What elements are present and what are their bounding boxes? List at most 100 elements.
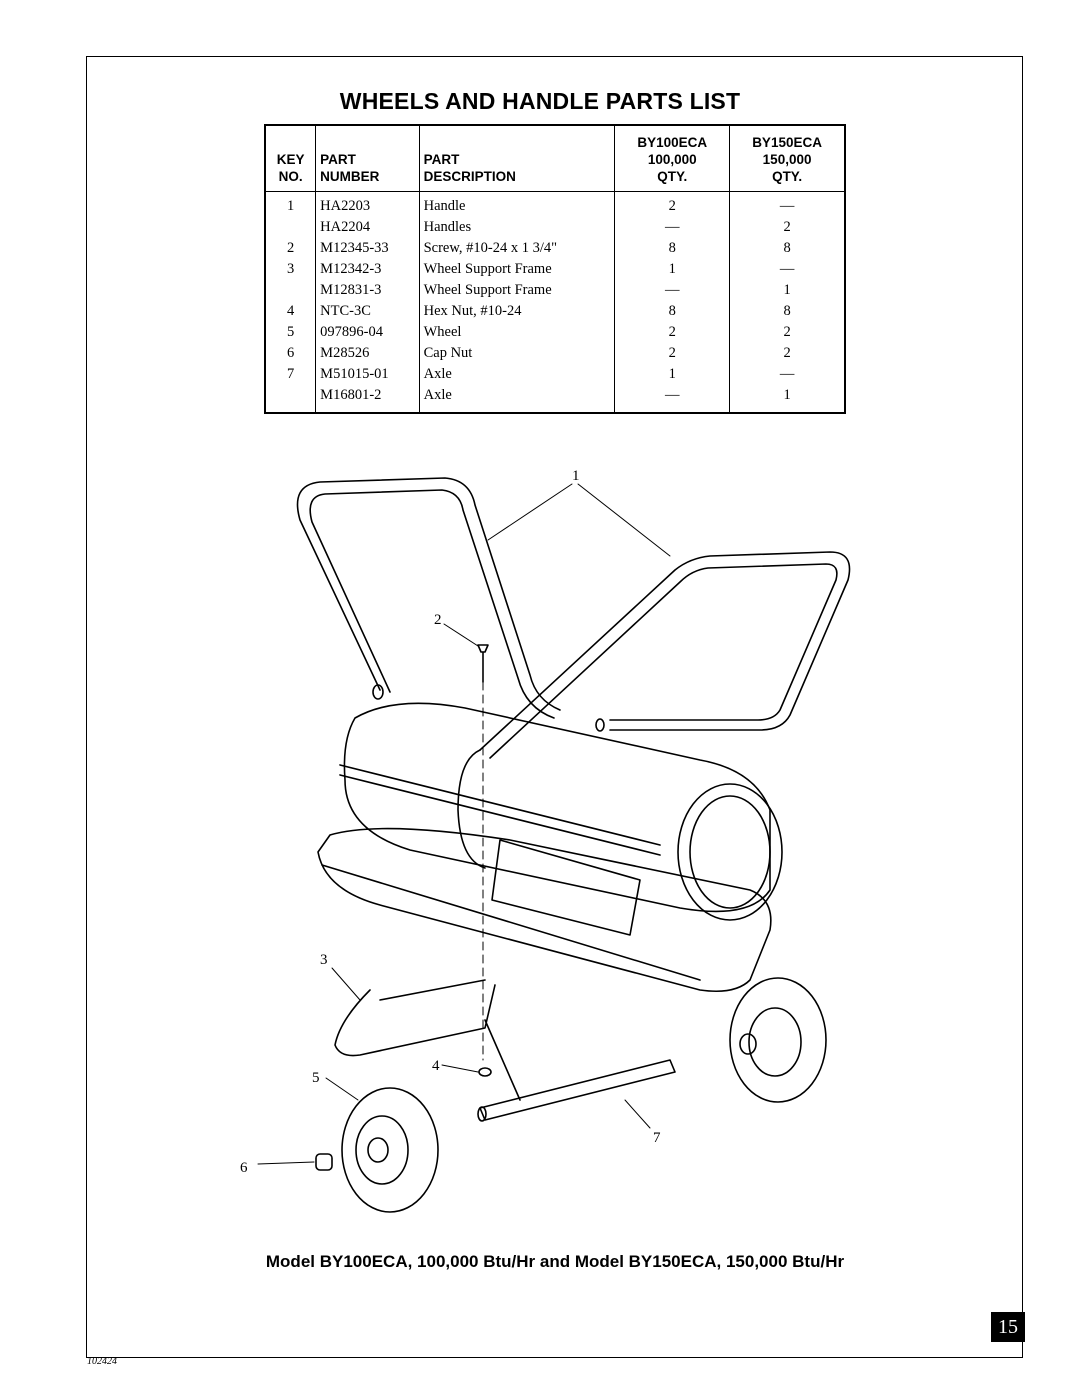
qty-by100eca-cell: 8 [614, 238, 731, 259]
callout-7: 7 [653, 1130, 661, 1146]
header-cell [419, 125, 616, 151]
header-qty: QTY. [614, 168, 731, 192]
page-title: WHEELS AND HANDLE PARTS LIST [339, 88, 741, 114]
qty-by150eca-cell: 2 [783, 345, 791, 361]
table-header-row: NO. NUMBER DESCRIPTION QTY. QTY. [265, 168, 845, 192]
wheel-right-illustration [729, 977, 827, 1103]
qty-by100eca-cell: 2 [614, 191, 731, 217]
part-number-cell: M16801-2 [315, 385, 420, 413]
handle-right-illustration [479, 551, 851, 759]
qty-by150eca-cell: 1 [783, 387, 791, 403]
key-no-cell [265, 217, 317, 238]
part-number-cell: HA2203 [315, 191, 420, 217]
handle-left-illustration [296, 477, 561, 719]
callout-labels: 1 2 3 4 5 6 7 [240, 468, 661, 1176]
table-row: 7M51015-01Axle1 — [265, 364, 845, 385]
qty-by100eca-cell: — [614, 217, 731, 238]
table-header-row: BY100ECA BY150ECA [265, 125, 845, 151]
header-cell [315, 125, 420, 151]
callout-5: 5 [312, 1070, 320, 1086]
model-subtitle: Model BY100ECA, 100,000 Btu/Hr and Model… [265, 1252, 845, 1271]
wheel-left-illustration [341, 1087, 439, 1213]
header-btu-100000: 100,000 [614, 151, 731, 168]
key-no-cell: 7 [265, 364, 317, 385]
qty-by100eca-cell: — [614, 385, 731, 413]
key-no-cell: 1 [265, 191, 317, 217]
key-no-cell: 6 [265, 343, 317, 364]
qty-by150eca-cell: 8 [783, 240, 791, 256]
callout-4: 4 [432, 1058, 440, 1074]
part-number-cell: 097896-04 [315, 322, 420, 343]
qty-by100eca-cell: 1 [614, 364, 731, 385]
qty-by100eca-cell: — [614, 280, 731, 301]
header-cell [265, 125, 317, 151]
header-part: PART [315, 151, 420, 168]
key-no-cell [265, 385, 317, 413]
screw-illustration [477, 644, 489, 683]
document-number: 102424 [87, 1356, 117, 1367]
table-header-row: KEY PART PART 100,000 150,000 [265, 151, 845, 168]
hex-nut-illustration [478, 1067, 492, 1077]
part-description-cell: Wheel [419, 322, 616, 343]
part-number-cell: M51015-01 [315, 364, 420, 385]
qty-by150eca-cell: — [779, 366, 795, 382]
header-btu-150000: 150,000 [762, 152, 812, 167]
callout-1: 1 [572, 468, 580, 484]
qty-by100eca-cell: 2 [614, 322, 731, 343]
header-model-by100eca: BY100ECA [614, 125, 731, 151]
part-number-cell: HA2204 [315, 217, 420, 238]
part-description-cell: Axle [419, 364, 616, 385]
qty-by150eca-cell: 2 [783, 324, 791, 340]
header-description: DESCRIPTION [419, 168, 616, 192]
header-model-by150eca: BY150ECA [752, 135, 822, 150]
key-no-cell: 4 [265, 301, 317, 322]
part-description-cell: Hex Nut, #10-24 [419, 301, 616, 322]
part-description-cell: Handles [419, 217, 616, 238]
key-no-cell: 3 [265, 259, 317, 280]
exploded-parts-diagram: 1 2 3 4 5 6 7 [240, 468, 851, 1213]
part-description-cell: Screw, #10-24 x 1 3/4" [419, 238, 616, 259]
qty-by100eca-cell: 1 [614, 259, 731, 280]
table-row: 1HA2203Handle2 — [265, 191, 845, 217]
part-number-cell: M12342-3 [315, 259, 420, 280]
part-description-cell: Handle [419, 191, 616, 217]
callout-leaders [257, 483, 671, 1165]
part-description-cell: Axle [419, 385, 616, 413]
header-no: NO. [265, 168, 317, 192]
key-no-cell: 2 [265, 238, 317, 259]
key-no-cell [265, 280, 317, 301]
page-border [86, 56, 1023, 1358]
header-number: NUMBER [315, 168, 420, 192]
page-number: 15 [991, 1312, 1025, 1342]
qty-by150eca-cell: 2 [783, 219, 791, 235]
callout-6: 6 [240, 1160, 248, 1176]
part-number-cell: NTC-3C [315, 301, 420, 322]
parts-table: BY100ECA BY150ECA KEY PART PART 100,000 … [264, 124, 846, 414]
qty-by150eca-cell: — [779, 261, 795, 277]
part-description-cell: Cap Nut [419, 343, 616, 364]
part-description-cell: Wheel Support Frame [419, 280, 616, 301]
callout-2: 2 [434, 612, 442, 628]
header-key: KEY [265, 151, 317, 168]
qty-by100eca-cell: 2 [614, 343, 731, 364]
table-row: 3M12342-3Wheel Support Frame1 — [265, 259, 845, 280]
axle-illustration [477, 1059, 676, 1122]
header-part: PART [419, 151, 616, 168]
wheel-support-frame-illustration [334, 979, 521, 1101]
part-number-cell: M28526 [315, 343, 420, 364]
header-qty: QTY. [729, 168, 845, 192]
base-pan-illustration [317, 827, 772, 993]
qty-by150eca-cell: 1 [783, 282, 791, 298]
part-description-cell: Wheel Support Frame [419, 259, 616, 280]
cap-nut-illustration [315, 1153, 333, 1171]
qty-by150eca-cell: — [779, 198, 795, 214]
heater-body-illustration [339, 702, 783, 921]
